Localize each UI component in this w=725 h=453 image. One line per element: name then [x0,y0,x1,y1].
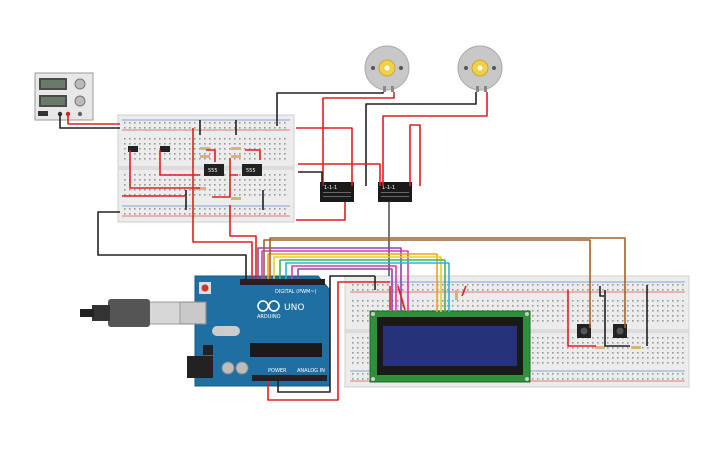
resistors-top [196,147,241,200]
resistor-button-2 [631,346,641,349]
ic-2-label: 555 [246,168,256,174]
push-button-2[interactable] [613,324,627,338]
relay-2[interactable]: 1-1-1 [378,182,412,202]
relay-2-label: 1-1-1 [382,185,395,191]
usb-cable[interactable] [80,299,181,327]
resistor-lcd [455,290,458,300]
resistor-button-1 [595,346,605,349]
ic-1[interactable]: 555 [204,164,224,176]
arduino-digital-header: DIGITAL (PWM~) [275,289,317,295]
motor-2[interactable] [457,45,503,92]
wires [59,92,648,401]
transistor-1[interactable] [128,146,138,152]
lcd-display[interactable] [369,310,531,383]
ic-2[interactable]: 555 [242,164,262,176]
transistor-2[interactable] [160,146,170,152]
arduino-model: UNO [284,303,304,313]
ic-1-label: 555 [208,168,218,174]
arduino-analog-header: ANALOG IN [297,368,325,374]
relay-1[interactable]: 1-1-1 [320,182,354,202]
motor-1[interactable] [364,45,410,92]
relay-1-label: 1-1-1 [324,185,337,191]
arduino-uno[interactable]: ARDUINO UNO DIGITAL (PWM~) POWER ANALOG … [179,275,331,387]
push-button-1[interactable] [577,324,591,338]
power-supply[interactable] [34,72,94,121]
arduino-power-header: POWER [268,368,287,374]
arduino-brand: ARDUINO [257,314,281,320]
